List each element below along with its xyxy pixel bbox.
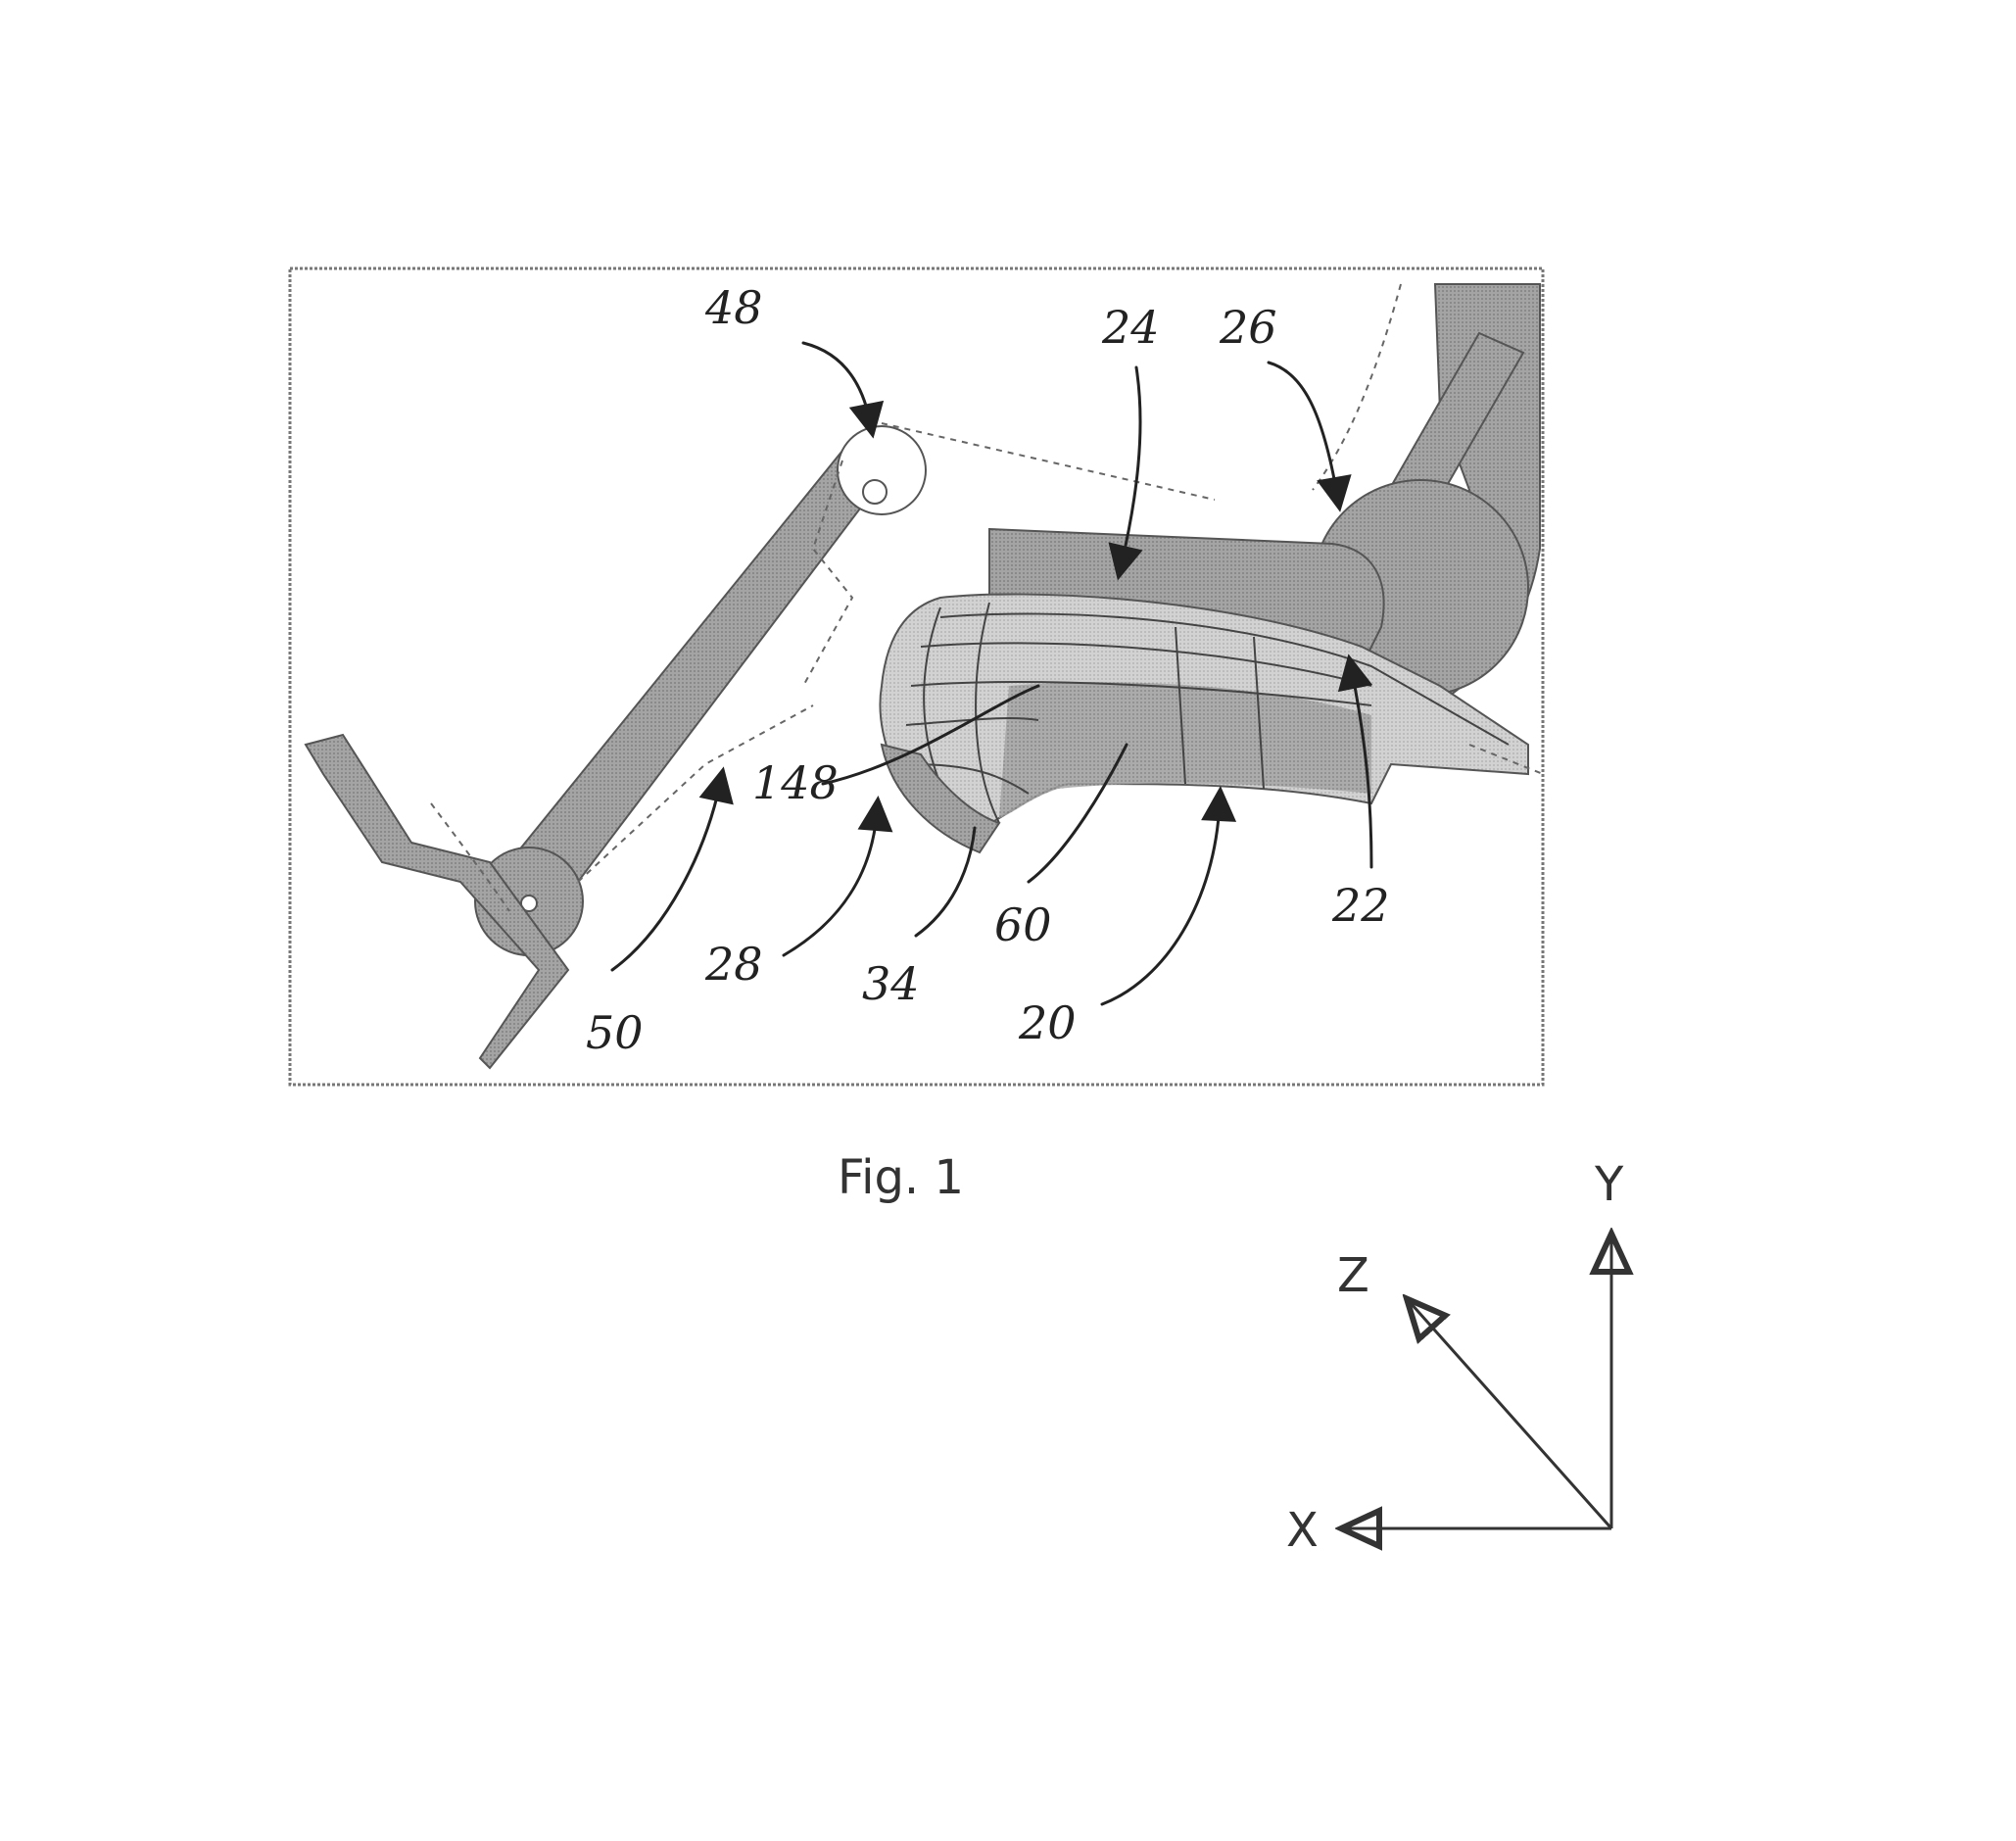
numeral-20: 20 xyxy=(1018,996,1077,1049)
leader-34 xyxy=(914,826,977,938)
cushion-contour-1 xyxy=(939,612,1510,746)
figure-panel: 48 24 26 148 22 50 28 34 60 20 xyxy=(288,266,1545,1087)
leader-50 xyxy=(610,766,734,972)
numeral-26: 26 xyxy=(1219,301,1277,354)
cushion-rib-3 xyxy=(1175,626,1186,785)
y-axis-label: Y xyxy=(1594,1157,1624,1212)
knee-joint-pin xyxy=(862,479,888,505)
z-axis xyxy=(1411,1303,1613,1529)
numeral-34: 34 xyxy=(862,957,920,1010)
z-axis-label: Z xyxy=(1337,1248,1369,1303)
figure-caption: Fig. 1 xyxy=(838,1150,964,1205)
guide-line-6 xyxy=(430,802,510,912)
numeral-28: 28 xyxy=(704,938,763,991)
leader-48 xyxy=(801,341,885,439)
leader-148 xyxy=(821,684,1040,786)
numeral-48: 48 xyxy=(704,281,763,334)
leader-24 xyxy=(1108,365,1143,581)
cushion-contour-4 xyxy=(905,716,1039,726)
guide-line-5 xyxy=(1468,744,1544,775)
numeral-148: 148 xyxy=(752,756,839,809)
ankle-joint-pin xyxy=(520,895,538,912)
leader-28 xyxy=(782,796,893,957)
leader-60 xyxy=(1027,743,1128,884)
seat-cushion-inner xyxy=(999,682,1371,818)
cushion-contour-3 xyxy=(910,681,1372,706)
guide-line-4 xyxy=(1312,283,1402,491)
leader-22 xyxy=(1337,654,1373,869)
numeral-24: 24 xyxy=(1101,301,1160,354)
guide-line-1 xyxy=(881,422,1216,501)
cushion-contour-2 xyxy=(920,642,1372,687)
numeral-60: 60 xyxy=(994,898,1052,951)
x-axis-label: X xyxy=(1286,1503,1319,1558)
leader-26 xyxy=(1267,361,1352,512)
numeral-22: 22 xyxy=(1331,879,1390,932)
coordinate-axes: Y Z X xyxy=(1286,1157,1624,1558)
cushion-contour-5 xyxy=(910,763,1030,795)
cushion-rib-4 xyxy=(1253,636,1265,790)
cushion-front-end xyxy=(880,743,1001,854)
numeral-50: 50 xyxy=(586,1006,644,1059)
foot-bracket xyxy=(304,733,570,1070)
leader-20 xyxy=(1100,786,1237,1006)
